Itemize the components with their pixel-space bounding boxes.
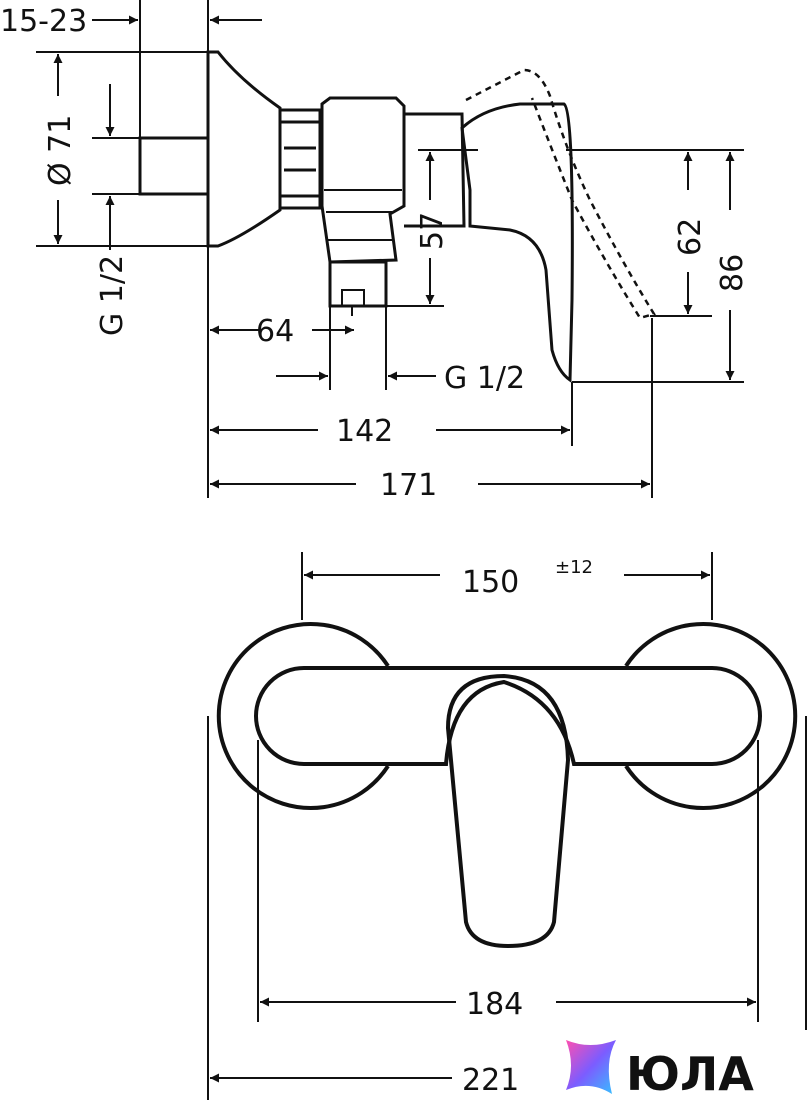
dim-thread-bottom: G 1/2 — [444, 361, 525, 396]
dim-wall-offset: 15-23 — [0, 4, 87, 39]
front-view-dimensions — [207, 552, 807, 1100]
dim-171: 171 — [380, 468, 437, 503]
hex-nut — [278, 108, 322, 210]
handle-lever — [460, 102, 574, 383]
handle-stem — [404, 112, 466, 228]
escutcheon — [206, 50, 282, 248]
side-view-dimensions — [36, 0, 744, 498]
wall-connector — [138, 136, 210, 196]
mixer-body-bar — [254, 666, 762, 766]
dim-184: 184 — [466, 987, 523, 1022]
dim-64: 64 — [256, 314, 294, 349]
dim-142: 142 — [336, 414, 393, 449]
dim-57: 57 — [415, 212, 450, 250]
right-rosette — [624, 622, 798, 810]
star-logo-icon — [566, 1040, 616, 1094]
outlet-connector — [328, 260, 388, 308]
dim-tolerance: ±12 — [555, 557, 593, 578]
dim-diameter: Ø 71 — [43, 115, 78, 186]
left-rosette — [216, 622, 390, 810]
mixer-body — [320, 96, 406, 264]
side-view — [138, 50, 656, 383]
dim-thread-left: G 1/2 — [95, 255, 130, 336]
dim-62: 62 — [673, 218, 708, 256]
dim-221: 221 — [462, 1063, 519, 1098]
dim-150: 150 — [462, 565, 519, 600]
dim-86: 86 — [715, 254, 750, 292]
front-view — [216, 622, 798, 949]
front-handle — [445, 673, 571, 949]
lever-alt-position — [465, 68, 656, 320]
watermark-logo: ЮЛА — [566, 1040, 754, 1100]
logo-text: ЮЛА — [626, 1047, 754, 1100]
